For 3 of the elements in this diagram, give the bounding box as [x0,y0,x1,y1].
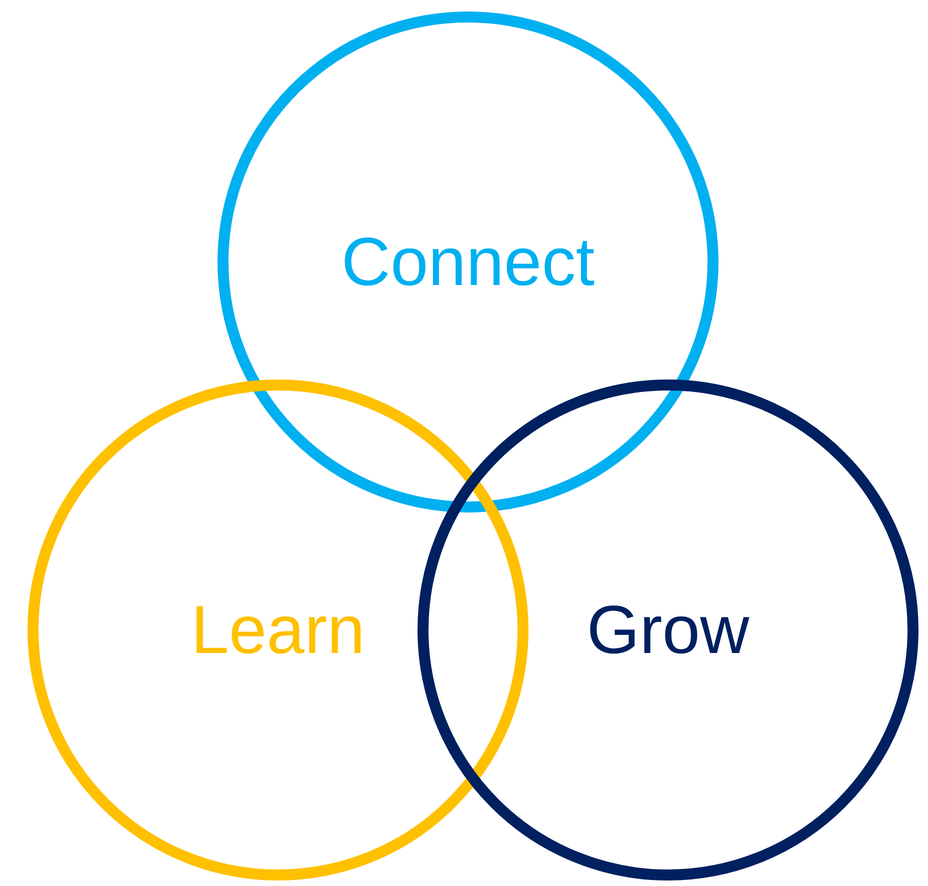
circle-label: Learn [191,596,365,664]
circle-label: Connect [341,228,595,296]
circle-label: Grow [586,596,750,664]
